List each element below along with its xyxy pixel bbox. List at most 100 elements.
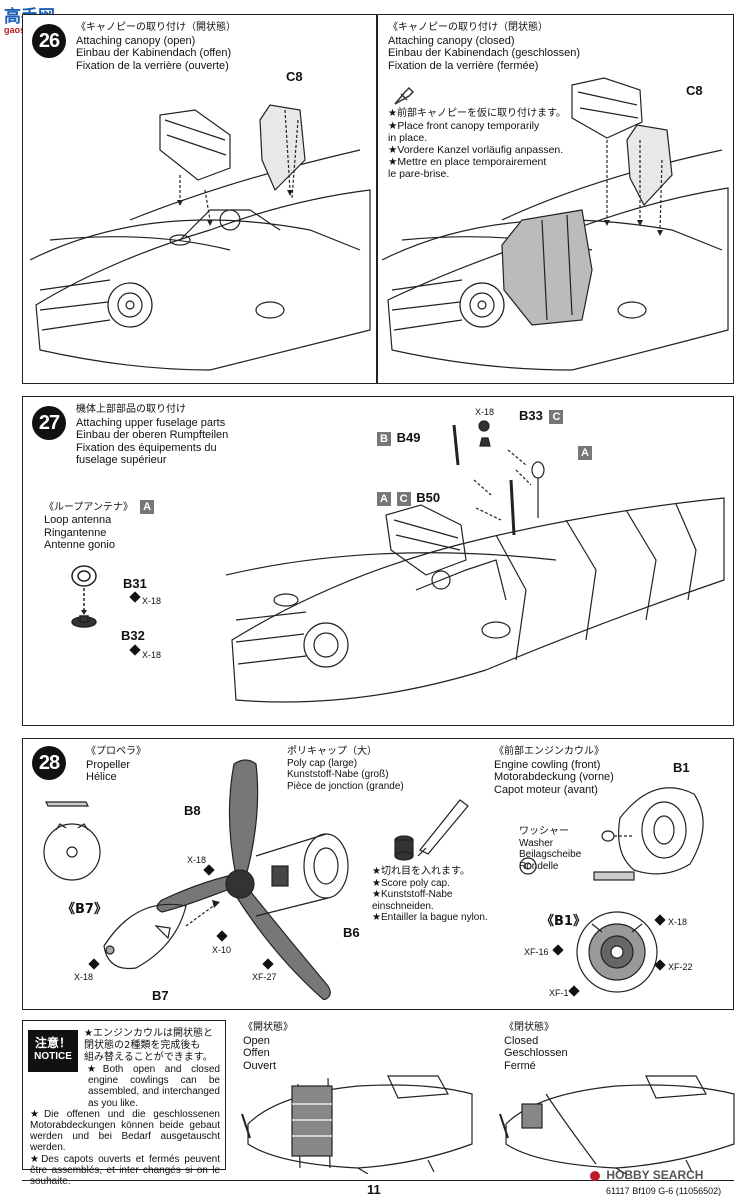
notice-badge: 注意！ NOTICE [28,1030,78,1072]
prop-jp: 《プロペラ》 [86,746,146,757]
footer-code: 61117 Bf109 G-6 (11056502) [606,1186,721,1196]
label-b7-view: 《B7》 [62,902,107,917]
label-x18-prop: X-18 [187,855,207,865]
cowl-jp: 《前部エンジンカウル》 [494,746,604,757]
label-b50-row: A C B50 [377,490,440,506]
score-en: ★Score poly cap. [372,877,450,889]
loop-jp: 《ループアンテナ》 [44,501,133,513]
step-27-drawing [226,420,730,722]
footer-rule [22,1180,734,1181]
footer-brand: HOBBY SEARCH [590,1168,703,1182]
loop-en: Loop antenna [44,514,112,527]
open-cowling-drawing [238,1064,474,1174]
score-de1: ★Kunststoff-Nabe [372,889,453,900]
step-27-fr1: Fixation des équipements du [76,441,217,454]
polycap-fr: Pièce de jonction (grande) [287,780,404,792]
notice-fr: ★Des capots ouverts et fermés peuvent êt… [30,1153,220,1188]
step-27-caption: 機体上部部品の取り付け Attaching upper fuselage par… [76,404,228,467]
step-26-panel [22,14,734,384]
score-jp: ★切れ目を入れます。 [372,866,470,877]
label-b49: B49 [396,430,421,445]
label-b33-x18: X-18 [475,407,495,417]
label-b32: B32 [121,628,145,643]
step-27-panel [22,396,734,726]
label-b33-row: B33 C [519,408,565,424]
label-x18-b1: X-18 [668,917,688,927]
label-b50: B50 [416,490,441,505]
note-line-4: ★Vordere Kanzel vorläufig anpassen. [388,144,564,156]
badge-c: C [396,491,411,506]
prop-en: Propeller [86,758,131,771]
label-xf27: XF-27 [252,972,277,982]
score-fr: ★Entailler la bague nylon. [372,912,488,923]
notice-badge-en: NOTICE [34,1051,72,1062]
label-b31: B31 [123,576,147,591]
propeller-drawing [96,756,372,1000]
closed-en: Closed [504,1034,539,1047]
prop-fr: Hélice [86,771,117,783]
notice-jp: ★エンジンカウルは開状態と 閉状態の2種類を完成後も 組み替えることができます。 [84,1028,213,1064]
open-de: Offen [243,1047,270,1059]
cowl-fr: Capot moteur (avant) [494,783,598,796]
step-26-divider [376,14,378,384]
step-26-right-jp: 《キャノピーの取り付け（閉状態） [388,22,548,33]
footer-code-num: 61117 [606,1186,630,1196]
washer-de: Beilagscheibe [519,849,582,860]
loop-fr: Antenne gonio [44,539,115,552]
label-xf16: XF-16 [524,947,549,957]
step-28-number: 28 [32,746,66,780]
note-line-1: ★前部キャノピーを仮に取り付けます。 [388,108,566,119]
notice-jp-2: 閉状態の2種類を完成後も [84,1040,201,1051]
notice-badge-jp: 注意！ [34,1036,71,1050]
label-a-badge-row: A [578,444,594,460]
washer-jp: ワッシャー [519,826,569,837]
loop-de: Ringantenne [44,526,107,539]
open-fr: Ouvert [243,1059,277,1072]
step-27-jp: 機体上部部品の取り付け [76,404,186,415]
step-26-number: 26 [32,24,66,58]
washer-caption: ワッシャー Washer Beilagscheibe Rondelle [519,826,581,872]
label-b31-x18: X-18 [142,596,162,606]
step-26-left-en: Attaching canopy (open) [76,34,196,47]
score-de2: einschneiden. [372,900,434,912]
label-x10: X-10 [212,945,232,955]
cowl-en: Engine cowling (front) [494,758,601,771]
badge-c: C [549,409,564,424]
footer-ref: (11056502) [675,1186,722,1196]
loop-antenna-drawing [60,560,120,650]
label-b33: B33 [519,408,543,423]
label-b1: B1 [673,760,690,775]
step-27-fr2: fuselage supérieur [76,454,167,466]
badge-a: A [377,491,391,506]
label-xf1: XF-1 [549,988,569,998]
washer-fr: Rondelle [519,860,559,872]
step-26-left-jp: 《キャノピーの取り付け（開状態） [76,22,236,33]
footer-model: Bf109 G-6 [632,1186,674,1196]
closed-de: Geschlossen [504,1047,568,1059]
step-26-right-fr: Fixation de la verrière (fermée) [388,59,539,72]
notice-jp-3: 組み替えることができます。 [84,1052,213,1063]
open-jp: 《開状態》 [243,1022,293,1033]
step-26-note: ★前部キャノピーを仮に取り付けます。 ★Place front canopy t… [388,108,566,180]
loop-antenna-caption: 《ループアンテナ》 A Loop antenna Ringantenne Ant… [44,500,156,552]
score-polycap-drawing [390,790,470,870]
propeller-caption: 《プロペラ》 Propeller Hélice [86,746,146,784]
glue-icon [393,86,415,106]
notice-en: ★Both open and closed engine cowlings ca… [87,1064,220,1109]
label-b8: B8 [184,803,201,818]
step-26-right-en: Attaching canopy (closed) [388,34,515,47]
note-line-3: in place. [388,132,428,144]
loop-badge: A [140,500,155,514]
note-line-2: ★Place front canopy temporarily [388,120,540,132]
label-b32-x18: X-18 [142,650,162,660]
note-line-5: ★Mettre en place temporairement [388,156,547,168]
label-b1-view: 《B1》 [541,914,586,929]
open-caption: 《開状態》 Open Offen Ouvert [243,1022,293,1072]
polycap-jp: ポリキャップ（大） [287,746,377,757]
closed-caption: 《閉状態》 Closed Geschlossen Fermé [504,1022,568,1072]
step-26-right-caption: 《キャノピーの取り付け（閉状態） Attaching canopy (close… [388,22,580,72]
cowl-de: Motorabdeckung (vorne) [494,771,614,783]
note-line-6: le pare-brise. [388,168,450,180]
step-27-de: Einbau der oberen Rumpfteilen [76,429,229,441]
notice-body: ★Both open and closed engine cowlings ca… [30,1064,220,1187]
